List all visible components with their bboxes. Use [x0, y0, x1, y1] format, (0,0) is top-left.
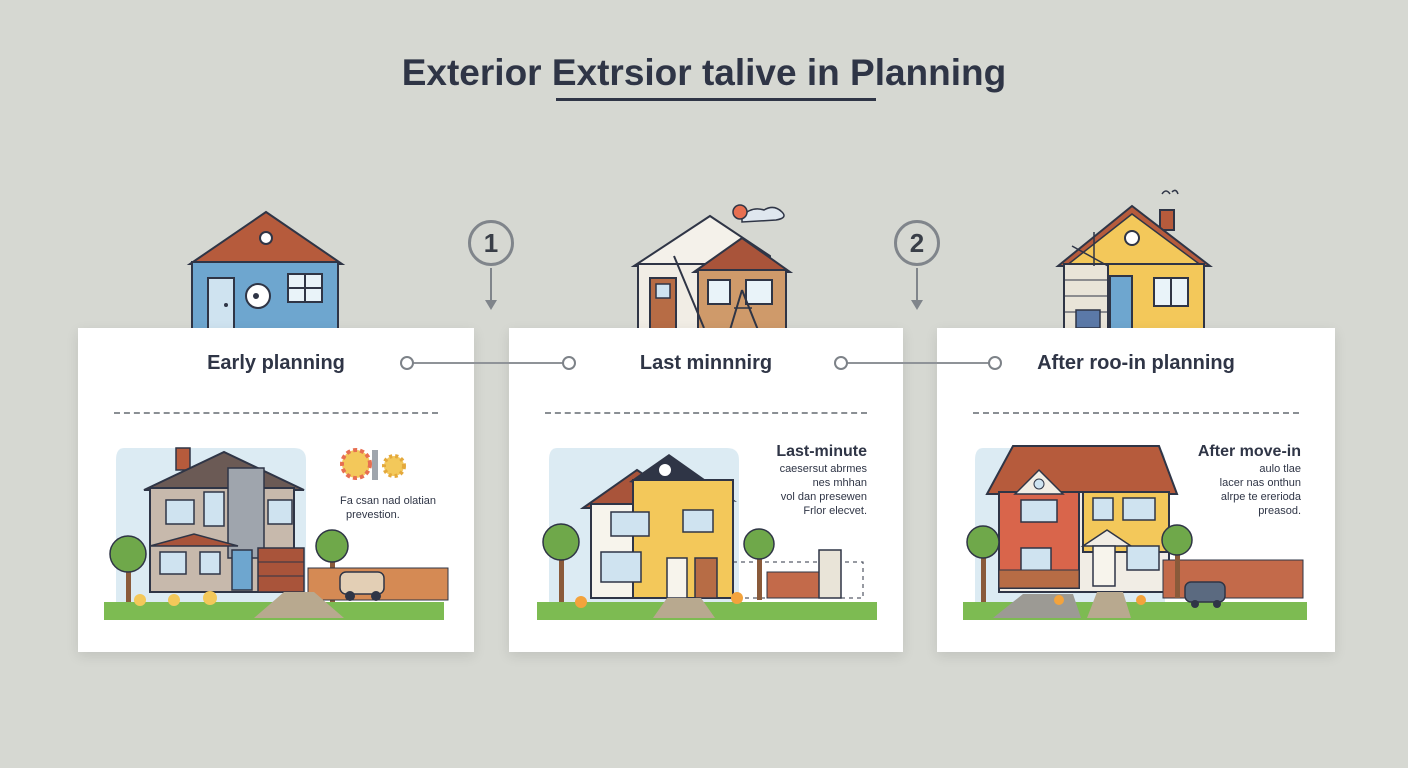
connector-dot: [400, 356, 414, 370]
card-note: Last-minute caesersut abrmes nes mhhan v…: [776, 442, 867, 518]
note-line: prevestion.: [345, 509, 400, 521]
connector-dot: [834, 356, 848, 370]
card-note: Fa csan nad olatian prevestion.: [340, 494, 436, 522]
note-line: caesersut abrmes: [779, 463, 867, 475]
tree-icon: [542, 523, 580, 602]
note-lead: After move-in: [1197, 443, 1301, 460]
step-badge-1: 1: [468, 220, 514, 266]
yellow-house-icon: [1055, 189, 1213, 331]
note-line: aulo tlae: [1259, 463, 1301, 475]
step-badge-2: 2: [894, 220, 940, 266]
car-icon: [1184, 581, 1226, 608]
yellow-house-scene: [537, 448, 877, 620]
title-underline: [556, 98, 876, 101]
tree-icon: [743, 528, 775, 600]
card-after-move-in: After roo-in planning: [937, 328, 1335, 652]
arrow-down-icon: [911, 268, 923, 310]
arrow-down-icon: [485, 268, 497, 310]
connector-dot: [562, 356, 576, 370]
red-house-scene: [963, 445, 1307, 620]
page-title: Exterior Extrsior talive in Planning: [401, 52, 1007, 93]
dashed-divider: [114, 412, 438, 414]
note-lead: Last-minute: [776, 443, 867, 460]
blue-house-icon: [186, 210, 346, 331]
card-heading: After roo-in planning: [1037, 352, 1235, 374]
car-icon: [339, 571, 385, 601]
dashed-divider: [973, 412, 1299, 414]
connector-line-1: [412, 362, 568, 364]
note-line: nes mhhan: [812, 477, 867, 489]
gear-icon: [340, 448, 406, 480]
two-story-house-scene: [104, 447, 449, 620]
dashed-divider: [545, 412, 867, 414]
note-line: Fa csan nad olatian: [339, 495, 436, 507]
card-note: After move-in aulo tlae lacer nas onthun…: [1198, 442, 1301, 518]
card-last-minute: Last minnnirg Last-minute caesersut abrm…: [509, 328, 903, 652]
card-heading: Last minnnirg: [639, 352, 773, 374]
card-heading: Early planning: [207, 352, 345, 374]
note-line: vol dan presewen: [780, 491, 867, 503]
note-line: preasod.: [1258, 505, 1301, 517]
note-line: Frlor elecvet.: [803, 505, 867, 517]
tree-icon: [1161, 524, 1193, 598]
card-early-planning: Early planning: [78, 328, 474, 652]
connector-line-2: [846, 362, 996, 364]
tree-icon: [109, 535, 147, 602]
connector-dot: [988, 356, 1002, 370]
note-line: alrpe te ererioda: [1220, 491, 1301, 503]
construction-house-icon: [630, 204, 794, 331]
tree-icon: [966, 525, 1000, 602]
note-line: lacer nas onthun: [1219, 477, 1301, 489]
